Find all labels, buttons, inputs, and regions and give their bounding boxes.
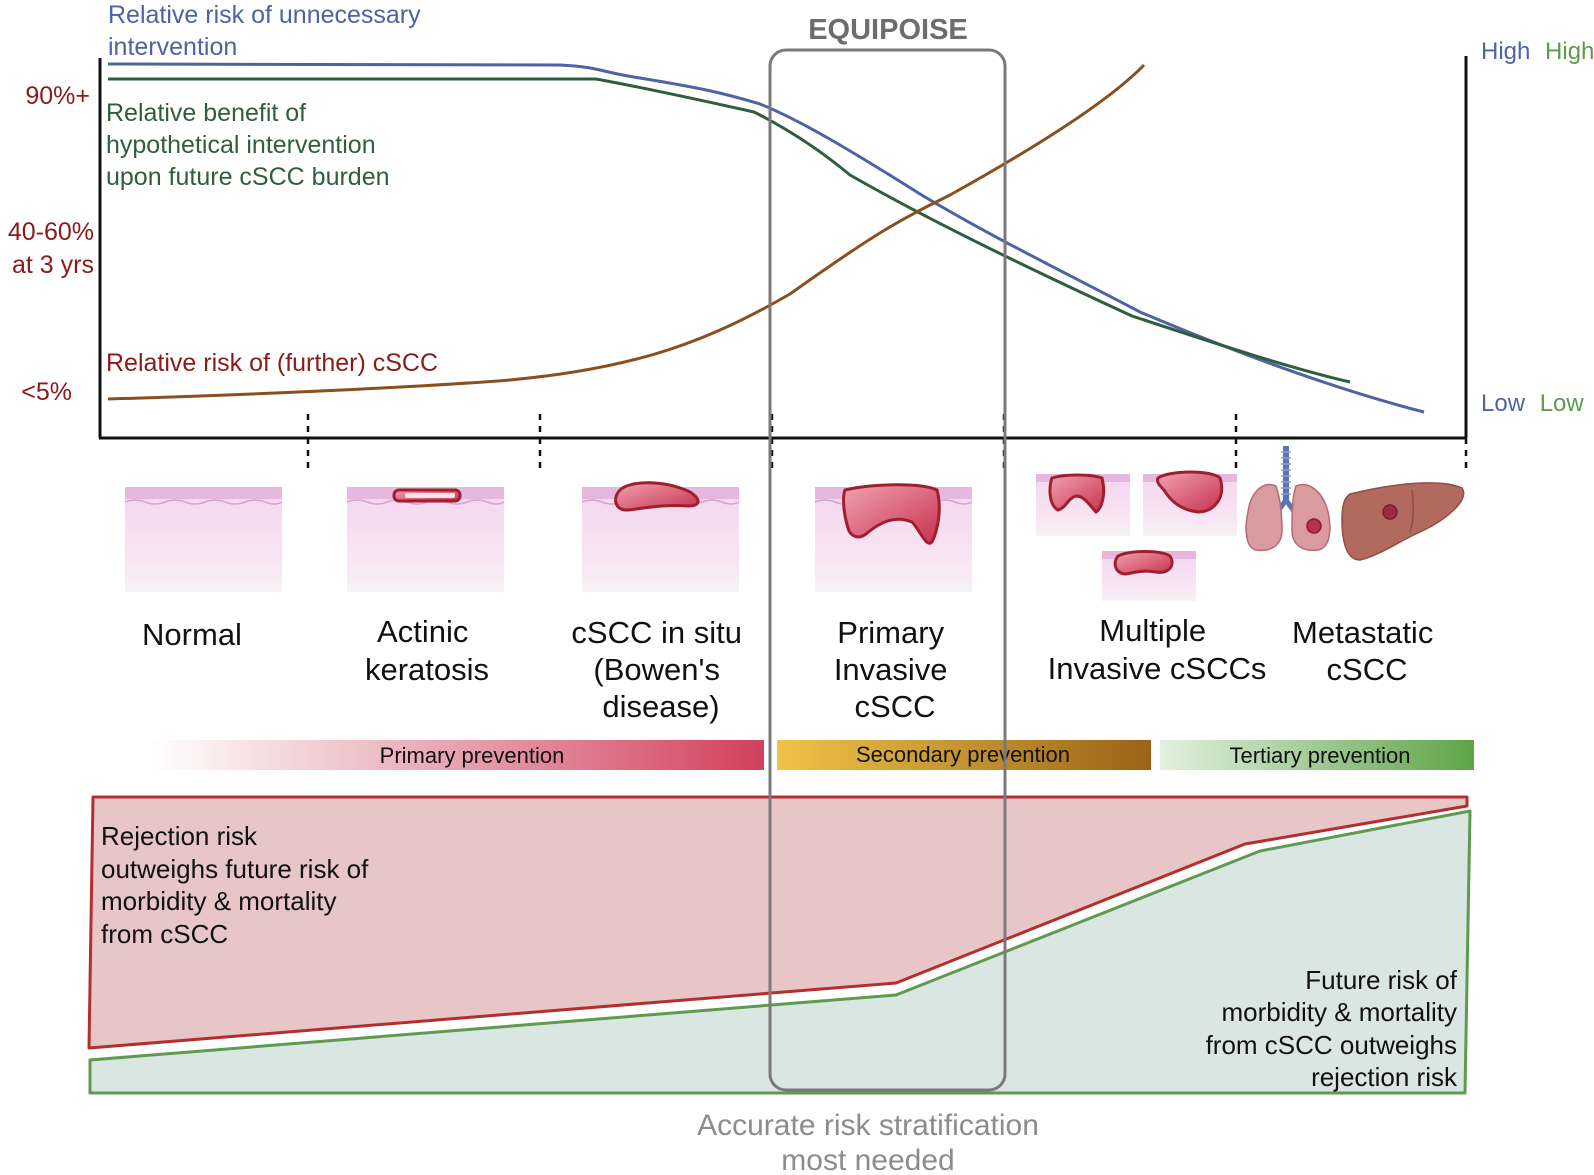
benefit-curve-label-3: upon future cSCC burden bbox=[106, 163, 390, 191]
bottom-risk-diagram: Rejection risk outweighs future risk of … bbox=[87, 795, 1472, 1095]
footer-note: Accurate risk stratification most needed bbox=[697, 1109, 1039, 1175]
rejection-risk-text: Rejection risk outweighs future risk of … bbox=[101, 821, 369, 949]
equipoise-title: EQUIPOISE bbox=[808, 14, 968, 46]
rejection-text-line: outweighs future risk of bbox=[101, 854, 369, 884]
stage-label-line: Multiple bbox=[1099, 613, 1206, 648]
stage-label-metastatic: Metastatic cSCC bbox=[1292, 615, 1442, 687]
stage-label-line: Primary bbox=[837, 615, 944, 650]
right-low-label: Low Low bbox=[1481, 390, 1584, 417]
unnecessary-curve-label-2: intervention bbox=[108, 33, 237, 61]
footer-line: Accurate risk stratification bbox=[697, 1109, 1039, 1142]
primary-invasive-skin-icon bbox=[814, 483, 973, 592]
y-label-top: 90%+ bbox=[25, 82, 90, 110]
right-low-blue: Low bbox=[1481, 390, 1526, 417]
secondary-prevention-bar bbox=[777, 740, 1151, 770]
top-chart: 90%+ 40-60% at 3 yrs <5% High High Low L… bbox=[8, 1, 1594, 472]
y-label-bottom: <5% bbox=[21, 378, 72, 406]
footer-line: most needed bbox=[781, 1144, 954, 1175]
stage-label-line: disease) bbox=[602, 689, 719, 724]
right-high-blue: High bbox=[1481, 38, 1530, 65]
stage-label-multiple-invasive: Multiple Invasive cSCCs bbox=[1048, 613, 1267, 686]
right-high-label: High High bbox=[1481, 38, 1594, 65]
further-risk-curve-label: Relative risk of (further) cSCC bbox=[106, 349, 438, 377]
future-risk-region bbox=[88, 809, 1472, 1095]
lung-liver-icon bbox=[1245, 446, 1465, 561]
stage-label-line: cSCC bbox=[855, 689, 936, 724]
stage-label-normal: Normal bbox=[142, 617, 242, 652]
primary-prevention-label: Primary prevention bbox=[380, 743, 565, 768]
unnecessary-curve-label-1: Relative risk of unnecessary bbox=[108, 1, 421, 29]
future-text-line: morbidity & mortality bbox=[1222, 997, 1458, 1027]
stage-label-line: cSCC bbox=[1327, 652, 1408, 687]
stage-labels: Normal Actinic keratosis cSCC in situ (B… bbox=[142, 613, 1442, 724]
tertiary-prevention-bar bbox=[1160, 740, 1474, 770]
rejection-text-line: from cSCC bbox=[101, 919, 228, 949]
stage-label-line: Invasive bbox=[834, 652, 948, 687]
y-label-mid-1: 40-60% bbox=[8, 218, 94, 246]
stage-label-line: cSCC in situ bbox=[571, 615, 742, 650]
stage-label-line: (Bowen's bbox=[593, 652, 720, 687]
prevention-bars: Primary prevention Secondary prevention … bbox=[150, 740, 1474, 770]
primary-prevention-bar bbox=[150, 740, 764, 770]
rejection-text-line: morbidity & mortality bbox=[101, 886, 337, 916]
stage-label-line: Actinic bbox=[377, 614, 468, 649]
stage-label-line: keratosis bbox=[365, 652, 489, 687]
future-text-line: Future risk of bbox=[1305, 965, 1457, 995]
right-high-green: High bbox=[1545, 38, 1594, 65]
stage-label-cscc-in-situ: cSCC in situ (Bowen's disease) bbox=[571, 615, 750, 724]
future-risk-text: Future risk of morbidity & mortality fro… bbox=[1206, 965, 1458, 1092]
rejection-text-line: Rejection risk bbox=[101, 821, 258, 851]
right-low-green: Low bbox=[1540, 390, 1585, 417]
stage-dividers bbox=[306, 414, 1468, 472]
stage-label-line: Invasive cSCCs bbox=[1048, 651, 1267, 686]
stage-label-line: Metastatic bbox=[1292, 615, 1433, 650]
tertiary-prevention-label: Tertiary prevention bbox=[1230, 743, 1411, 768]
cscc-in-situ-skin-icon bbox=[581, 481, 740, 592]
stage-icons bbox=[124, 446, 1465, 601]
secondary-prevention-label: Secondary prevention bbox=[856, 742, 1070, 767]
benefit-curve bbox=[108, 77, 1351, 384]
further-cscc-risk-curve bbox=[107, 63, 1146, 401]
stage-label-actinic-keratosis: Actinic keratosis bbox=[365, 614, 489, 687]
future-text-line: rejection risk bbox=[1311, 1062, 1458, 1092]
normal-skin-icon bbox=[124, 487, 283, 592]
future-text-line: from cSCC outweighs bbox=[1206, 1030, 1457, 1060]
rejection-risk-region bbox=[87, 795, 1469, 1050]
stage-label-line: Normal bbox=[142, 617, 242, 652]
multiple-invasive-skin-icon bbox=[1036, 470, 1237, 601]
benefit-curve-label-1: Relative benefit of bbox=[106, 99, 306, 127]
actinic-keratosis-skin-icon bbox=[346, 487, 505, 592]
benefit-curve-label-2: hypothetical intervention bbox=[106, 131, 376, 159]
equipoise-box bbox=[768, 48, 1007, 1092]
y-label-mid-2: at 3 yrs bbox=[12, 251, 94, 279]
stage-label-primary-invasive: Primary Invasive cSCC bbox=[834, 615, 956, 724]
